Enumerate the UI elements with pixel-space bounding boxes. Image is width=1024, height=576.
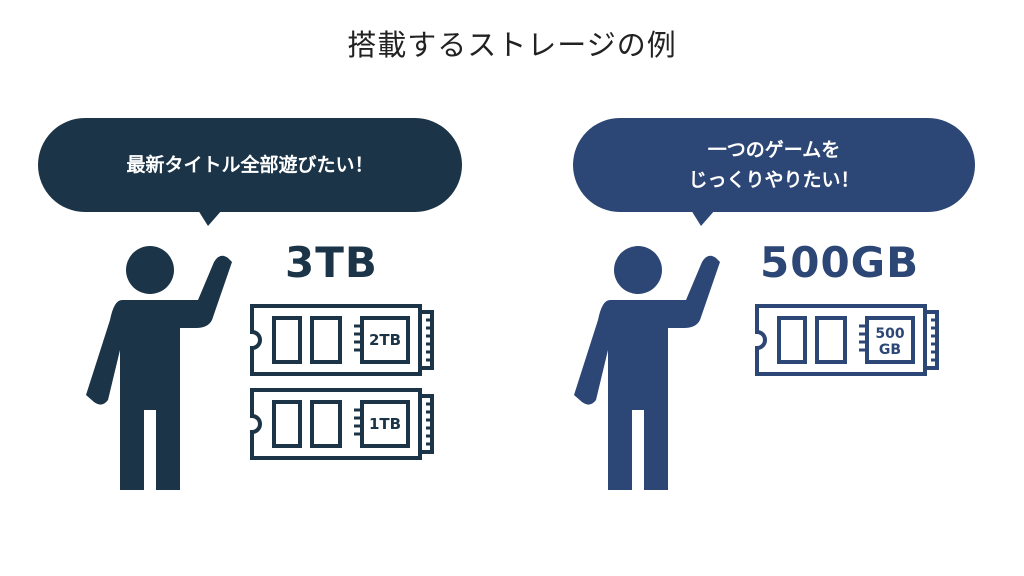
ssd-icon-500gb <box>755 304 939 376</box>
bubble-line: じっくりやりたい！ <box>688 169 860 191</box>
capacity-label-left: 3TB <box>285 238 378 287</box>
page-title: 搭載するストレージの例 <box>347 28 677 62</box>
bubble-text: 最新タイトル全部遊びたい！ <box>126 154 374 176</box>
bubble-line: 一つのゲームを <box>707 139 841 161</box>
ssd-icon-1tb <box>250 388 434 460</box>
ssd-label: 2TB <box>369 331 401 349</box>
bubble-tail <box>691 210 715 226</box>
person-icon-left <box>86 246 232 490</box>
person-icon-right <box>574 246 720 490</box>
speech-bubble-left: 最新タイトル全部遊びたい！ <box>38 118 462 226</box>
capacity-label-right: 500GB <box>760 238 920 287</box>
ssd-icon-2tb <box>250 304 434 376</box>
bubble-text: 一つのゲームをじっくりやりたい！ <box>688 135 859 195</box>
ssd-label: GB <box>879 342 901 358</box>
bubble-tail <box>198 210 222 226</box>
ssd-label: 500 <box>875 326 904 342</box>
ssd-label: 1TB <box>369 415 401 433</box>
speech-bubble-right: 一つのゲームをじっくりやりたい！ <box>573 118 975 226</box>
